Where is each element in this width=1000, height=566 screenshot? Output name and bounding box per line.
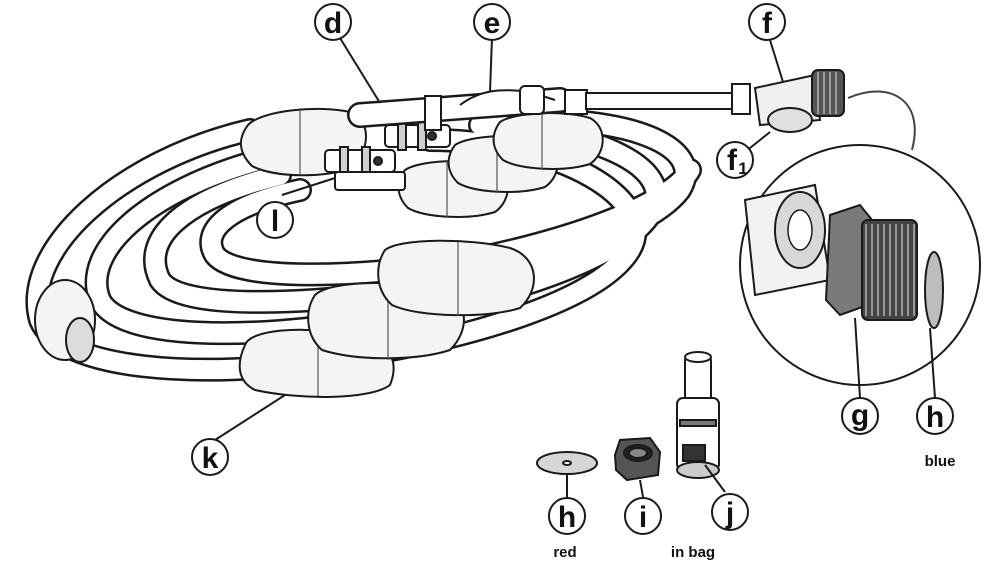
callout-label-i: i (639, 501, 647, 534)
quick-connector (676, 351, 720, 479)
callout-g: g (841, 397, 879, 435)
callout-d: d (314, 3, 352, 41)
washer-blue (924, 251, 944, 329)
callout-label-h-red: h (558, 501, 576, 534)
callout-i: i (624, 497, 662, 535)
nut (613, 436, 662, 482)
leader-hose (347, 83, 751, 131)
callout-l: l (256, 201, 294, 239)
callout-label-j: j (725, 497, 734, 530)
callout-label-l: l (271, 205, 279, 238)
callout-k: k (191, 438, 229, 476)
callout-label-e: e (484, 7, 501, 40)
note-red: red (553, 544, 576, 561)
note-blue: blue (925, 453, 956, 470)
detail-leader (847, 90, 916, 151)
callout-label-f1-sub: 1 (738, 159, 747, 178)
callout-h-red: h (548, 497, 586, 535)
callout-f: f (748, 3, 786, 41)
callout-label-h-blue: h (926, 401, 944, 434)
leader-lines (214, 37, 936, 498)
float (65, 317, 95, 363)
wall-fitting (753, 69, 845, 133)
callout-f1: f 1 (716, 141, 754, 179)
callout-h-blue: h (916, 397, 954, 435)
float (377, 239, 535, 317)
loose-parts (536, 351, 720, 482)
callout-label-k: k (202, 442, 219, 475)
callout-label-d: d (324, 7, 342, 40)
callout-label-f: f (762, 7, 773, 40)
detail-magnifier (739, 144, 981, 386)
hose-floats (34, 107, 604, 398)
float (492, 112, 604, 170)
callout-j: j (711, 493, 749, 531)
note-in-bag: in bag (671, 544, 715, 561)
callout-label-f1-main: f (727, 144, 738, 177)
swivel-connectors (324, 121, 451, 191)
callout-e: e (473, 3, 511, 41)
callout-label-g: g (851, 399, 869, 432)
